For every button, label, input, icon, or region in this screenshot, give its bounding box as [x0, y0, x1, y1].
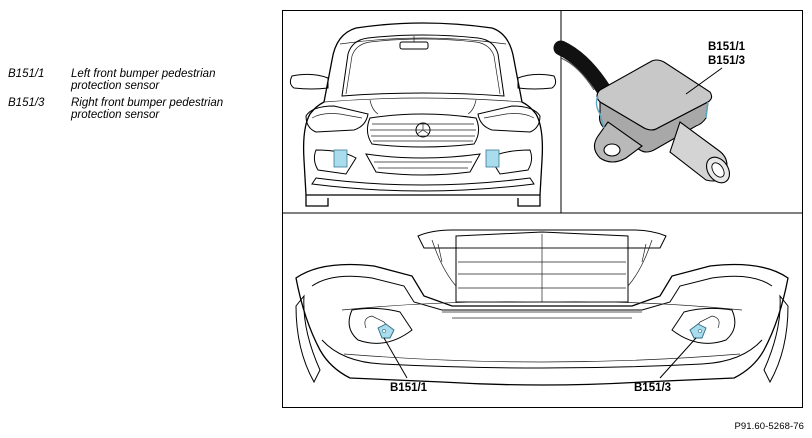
car-front-view	[289, 22, 557, 207]
figure: B151/1 B151/3	[282, 10, 803, 408]
bumper-view: B151/1 B151/3	[295, 229, 789, 394]
bumper-leader-right	[659, 337, 697, 379]
sensor-detail: B151/1 B151/3	[553, 40, 746, 184]
legend-description: Right front bumper pedestrian protection…	[71, 97, 224, 121]
sensor-b151-1	[377, 323, 395, 339]
detail-leader-line	[685, 67, 723, 95]
sensor-b151-3	[689, 323, 707, 339]
bumper-callout-b151-1: B151/1	[390, 382, 428, 394]
legend-row-b151-1: B151/1 Left front bumper pedestrian prot…	[8, 68, 273, 92]
legend-code: B151/3	[8, 97, 45, 109]
legend: B151/1 Left front bumper pedestrian prot…	[8, 68, 273, 126]
bumper-leader-left	[383, 337, 408, 379]
figure-frame	[282, 10, 803, 408]
bumper-callout-b151-3: B151/3	[634, 382, 671, 394]
figure-reference: P91.60-5268-76	[734, 421, 804, 432]
detail-callout-b151-3: B151/3	[708, 55, 745, 67]
sensor-highlight-left	[333, 149, 348, 168]
figure-drawing: B151/1 B151/3	[282, 10, 803, 408]
mounting-hole	[603, 143, 621, 157]
legend-row-b151-3: B151/3 Right front bumper pedestrian pro…	[8, 97, 273, 121]
legend-description: Left front bumper pedestrian protection …	[71, 68, 216, 92]
sensor-highlight-right	[485, 149, 500, 168]
legend-code: B151/1	[8, 68, 45, 80]
detail-callout-b151-1: B151/1	[708, 41, 746, 53]
